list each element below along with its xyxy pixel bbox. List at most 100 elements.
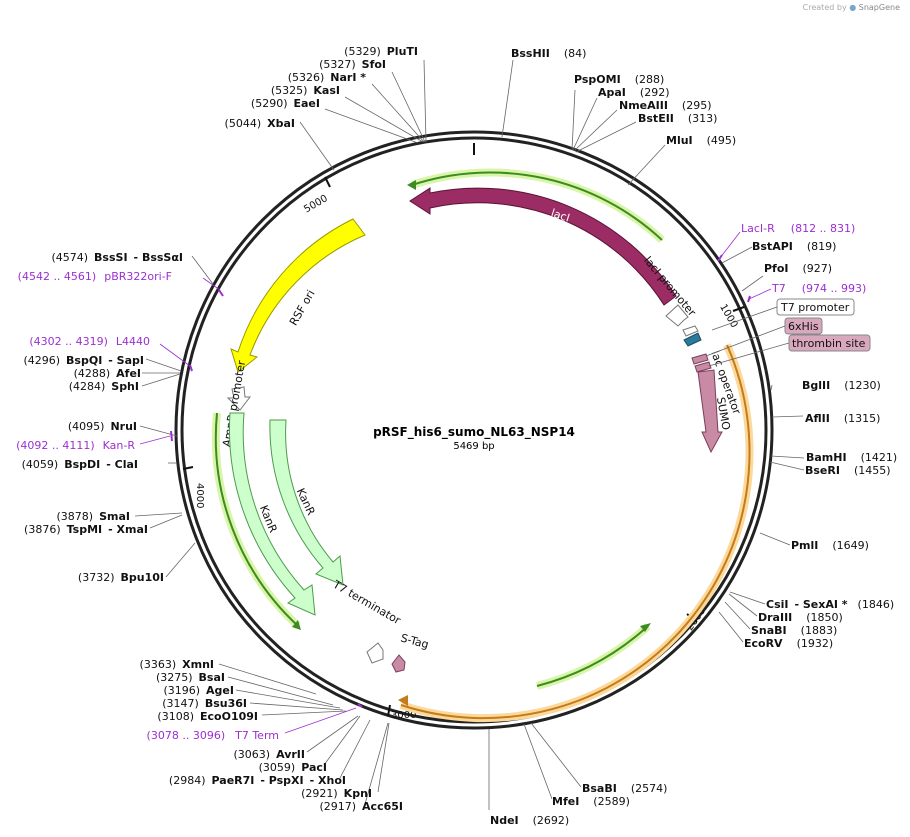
site-avrII[interactable]: (3063)AvrII [234, 748, 305, 761]
site-apaI[interactable]: ApaI(292) [598, 86, 670, 99]
site-aflII[interactable]: AflII(1315) [805, 412, 880, 425]
primer-t7[interactable]: T7(974 .. 993) [771, 282, 866, 295]
thrombin-tag[interactable]: thrombin site [788, 334, 871, 352]
site-bspqi-pos: (4296) [23, 354, 60, 367]
site-acc65i[interactable]: (2917)Acc65I [319, 800, 403, 813]
feature-ampr-promoter-arrow[interactable] [226, 386, 252, 411]
leader-pfoI [741, 275, 764, 292]
site-bamhi[interactable]: BamHI(1421) [806, 451, 897, 464]
site-paer7i[interactable]: (2984)PaeR7I- PspXI- XhoI [169, 774, 346, 787]
orf-arc-small-head [640, 623, 651, 632]
primer-kan-r[interactable]: (4092 .. 4111)Kan-R [16, 439, 135, 452]
site-bseri[interactable]: BseRI(1455) [805, 464, 891, 477]
feature-s-tag-label: S-Tag [399, 631, 430, 651]
feature-thrombin-box[interactable] [694, 361, 712, 373]
site-bsu36i[interactable]: (3147)Bsu36I [162, 697, 247, 710]
site-pfoI[interactable]: PfoI(927) [764, 262, 832, 275]
site-kasI-name: KasI [313, 84, 340, 97]
site-csiI[interactable]: CsiI- SexAI *(1846) [766, 598, 894, 611]
feature-laci-arrow[interactable] [409, 187, 677, 306]
tick-label-4000: 4000 [194, 483, 205, 508]
site-tspmi[interactable]: (3876)TspMI- XmaI [24, 523, 148, 536]
site-narI[interactable]: (5326)NarI * [288, 71, 367, 84]
primer-pbr322ori-f[interactable]: (4542 .. 4561)pBR322ori-F [18, 270, 172, 283]
primer-l4440[interactable]: (4302 .. 4319)L4440 [29, 335, 150, 348]
site-sfoI[interactable]: (5327)SfoI [319, 58, 386, 71]
feature-lac-operator-box[interactable] [683, 332, 702, 347]
site-tspmi-name: TspMI [67, 523, 103, 536]
site-bsaI[interactable]: (3275)BsaI [156, 671, 225, 684]
site-snabi[interactable]: SnaBI(1883) [751, 624, 837, 637]
leader-aflII [771, 415, 804, 418]
site-bsabi[interactable]: BsaBI(2574) [582, 782, 667, 795]
site-ndeI[interactable]: NdeI(2692) [490, 814, 569, 827]
primer-t7-term[interactable]: (3078 .. 3096)T7 Term [147, 729, 279, 742]
primer-leaders [139, 231, 772, 734]
site-bspdi-name2: - ClaI [106, 458, 138, 471]
site-kpnI[interactable]: (2921)KpnI [301, 787, 372, 800]
connector-thrombin [708, 342, 790, 367]
site-nmeaiii[interactable]: NmeAIII(295) [619, 99, 712, 112]
leader-ecorv [718, 611, 744, 643]
site-bpu10i[interactable]: (3732)Bpu10I [78, 571, 164, 584]
site-xmnI-pos: (3363) [140, 658, 177, 671]
feature-kanr-arrow-outer[interactable] [228, 412, 316, 616]
site-bsteii-pos: (313) [688, 112, 718, 125]
site-pacI[interactable]: (3059)PacI [259, 761, 327, 774]
leader-bspqi [145, 358, 182, 372]
site-pacI-pos: (3059) [259, 761, 296, 774]
site-bglII[interactable]: BglII(1230) [802, 379, 881, 392]
primer-marker-l4440 [189, 364, 193, 372]
site-bglII-pos: (1230) [844, 379, 881, 392]
6xhis-tag[interactable]: 6xHis [784, 317, 823, 335]
feature-kanr-arrow-inner[interactable] [269, 419, 344, 586]
feature-laci-promoter-arrow[interactable] [665, 304, 689, 327]
site-afeI[interactable]: (4288)AfeI [74, 367, 141, 380]
primer-laci-r[interactable]: LacI-R(812 .. 831) [741, 222, 855, 235]
site-xmnI[interactable]: (3363)XmnI [140, 658, 214, 671]
site-xbaI[interactable]: (5044)XbaI [225, 117, 295, 130]
site-pspomi[interactable]: PspOMI(288) [574, 73, 664, 86]
site-nruI[interactable]: (4095)NruI [68, 420, 137, 433]
site-bsteii[interactable]: BstEII(313) [638, 112, 717, 125]
site-draiii[interactable]: DraIII(1850) [758, 611, 843, 624]
site-paer7i-name3: - XhoI [310, 774, 346, 787]
site-mfeI-pos: (2589) [593, 795, 630, 808]
leader-ecoo109i [261, 710, 347, 716]
site-mluI[interactable]: MluI(495) [666, 134, 736, 147]
tick-mark-5000 [324, 176, 331, 188]
site-eaeI[interactable]: (5290)EaeI [251, 97, 320, 110]
primer-marker-t7-term [357, 703, 363, 708]
site-sphI[interactable]: (4284)SphI [69, 380, 139, 393]
site-smaI[interactable]: (3878)SmaI [57, 510, 130, 523]
site-bspqi[interactable]: (4296)BspQI- SapI [23, 354, 144, 367]
credit-prefix: Created by [802, 3, 847, 12]
site-ecoo109i[interactable]: (3108)EcoO109I [157, 710, 258, 723]
feature-s-tag-arrow[interactable] [391, 654, 406, 673]
feature-rsf-ori-label: RSF ori [287, 288, 318, 328]
feature-sumo-arrow[interactable] [697, 369, 723, 454]
site-snabi-pos: (1883) [801, 624, 838, 637]
leader-bsu36i [249, 702, 344, 711]
site-bsshII[interactable]: BssHII(84) [511, 47, 586, 60]
site-bamhi-name: BamHI [806, 451, 847, 464]
site-mfeI[interactable]: MfeI(2589) [552, 795, 630, 808]
site-ecorv[interactable]: EcoRV(1932) [744, 637, 833, 650]
site-ageI-name: AgeI [206, 684, 234, 697]
site-bspdi[interactable]: (4059)BspDI- ClaI [22, 458, 138, 471]
site-ageI[interactable]: (3196)AgeI [163, 684, 234, 697]
t7-promoter-tag[interactable]: T7 promoter [776, 298, 855, 316]
feature-6xhis-box[interactable] [691, 353, 709, 365]
site-kasI[interactable]: (5325)KasI [271, 84, 340, 97]
primer-l4440-range: (4302 .. 4319) [29, 335, 108, 348]
site-pfoI-pos: (927) [803, 262, 833, 275]
orf-arc-kanr-head [292, 620, 301, 630]
feature-rsf-ori-arrow[interactable] [230, 218, 366, 373]
feature-t7-terminator-arrow[interactable] [366, 642, 384, 664]
leader-pacI [323, 715, 361, 766]
site-bstapi[interactable]: BstAPI(819) [752, 240, 836, 253]
site-plutI[interactable]: (5329)PluTI [344, 45, 418, 58]
leader-xmnI [218, 663, 317, 695]
site-bsssi[interactable]: (4574)BssSI- BssSαI [51, 251, 183, 264]
site-pmlI[interactable]: PmlI(1649) [791, 539, 869, 552]
